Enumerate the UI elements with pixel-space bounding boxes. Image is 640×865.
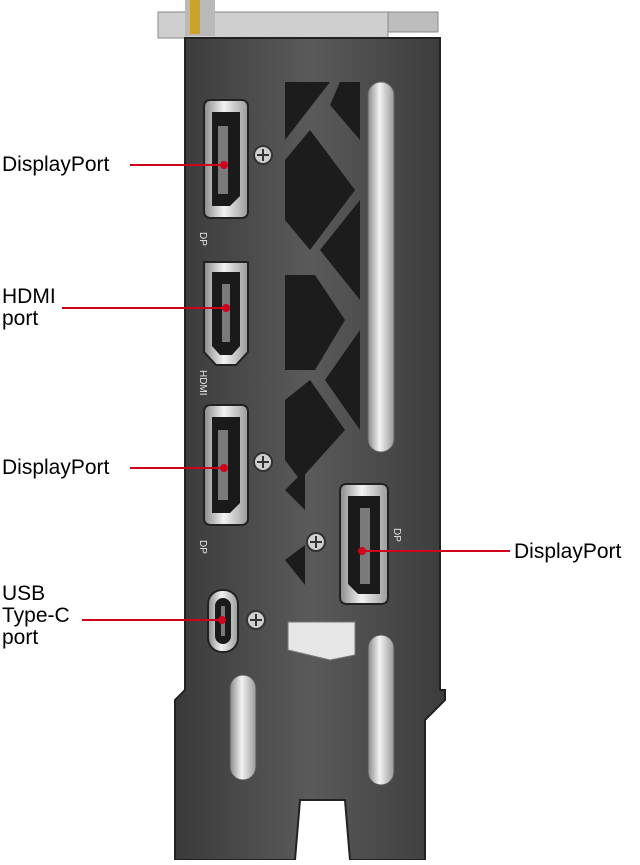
displayport-top-port bbox=[203, 99, 249, 219]
screw-icon bbox=[253, 145, 273, 165]
screw-icon bbox=[306, 532, 326, 552]
leader-dot-usbc bbox=[218, 616, 226, 624]
label-usb-type-c-port: USB Type-C port bbox=[2, 582, 70, 649]
bracket-mark-hdmi: HDMI bbox=[197, 370, 208, 396]
leader-dot-hdmi bbox=[222, 304, 230, 312]
bracket-mark-dp-right: DP bbox=[391, 528, 402, 542]
bracket-top-clip bbox=[157, 0, 439, 39]
hdmi-port bbox=[203, 261, 249, 366]
leader-dot-dp-right bbox=[358, 547, 366, 555]
leader-dot-dp-mid bbox=[220, 464, 228, 472]
screw-icon bbox=[246, 610, 266, 630]
bracket-mark-dp-mid: DP bbox=[197, 540, 208, 554]
label-displayport-middle: DisplayPort bbox=[2, 456, 110, 479]
leader-dot-dp-top bbox=[220, 161, 228, 169]
bracket-mark-dp-top: DP bbox=[197, 232, 208, 246]
displayport-right-port bbox=[339, 483, 389, 605]
screw-icon bbox=[253, 452, 273, 472]
label-displayport-top: DisplayPort bbox=[2, 153, 110, 176]
label-displayport-right: DisplayPort bbox=[514, 540, 622, 563]
bracket-plate bbox=[174, 37, 446, 861]
label-hdmi-port: HDMI port bbox=[2, 285, 56, 330]
